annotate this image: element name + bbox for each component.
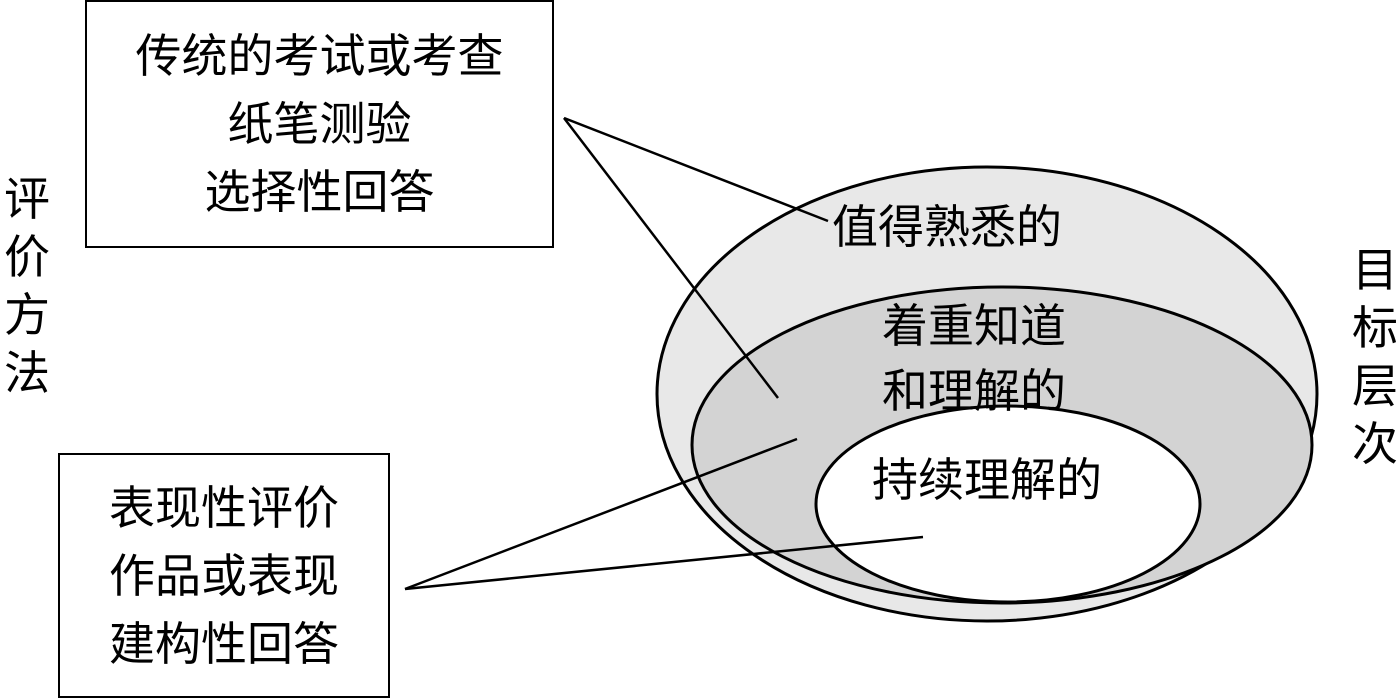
inner-ring-label: 持续理解的 — [872, 453, 1102, 507]
connector-top-to-middle — [563, 117, 779, 399]
target-char-3: 层 — [1352, 359, 1398, 413]
traditional-assessment-box: 传统的考试或考查 纸笔测验 选择性回答 — [85, 0, 554, 248]
traditional-line-2: 纸笔测验 — [227, 97, 412, 151]
inner-ellipse — [814, 404, 1202, 604]
method-vertical-label: 评 价 方 法 — [2, 170, 52, 402]
connector-bottom-to-middle — [404, 437, 798, 591]
target-char-2: 标 — [1352, 301, 1398, 355]
method-char-1: 评 — [4, 172, 50, 226]
target-char-4: 次 — [1352, 417, 1398, 471]
method-char-3: 方 — [4, 288, 50, 342]
performance-assessment-box: 表现性评价 作品或表现 建构性回答 — [58, 453, 390, 698]
traditional-line-1: 传统的考试或考查 — [135, 29, 504, 83]
traditional-line-3: 选择性回答 — [204, 165, 435, 219]
target-vertical-label: 目 标 层 次 — [1350, 241, 1400, 473]
performance-line-3: 建构性回答 — [109, 616, 339, 671]
middle-ring-label-line-1: 着重知道 — [882, 299, 1066, 353]
performance-line-2: 作品或表现 — [109, 548, 339, 603]
connector-top-to-outer — [563, 116, 829, 223]
outer-ring-label: 值得熟悉的 — [832, 200, 1062, 254]
performance-line-1: 表现性评价 — [109, 480, 339, 535]
middle-ring-label-line-2: 和理解的 — [882, 364, 1066, 418]
method-char-4: 法 — [4, 346, 50, 400]
connector-bottom-to-inner — [404, 535, 924, 591]
method-char-2: 价 — [4, 230, 50, 284]
target-char-1: 目 — [1352, 243, 1398, 297]
